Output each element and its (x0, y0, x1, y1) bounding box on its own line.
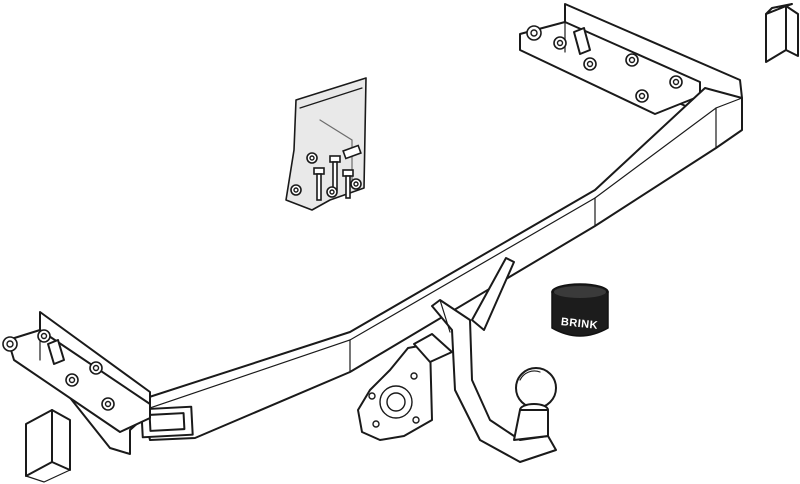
kit-nut (290, 184, 302, 196)
brink-logo: BRINK (560, 316, 598, 332)
kit-bolt (342, 169, 354, 199)
left-bracket-nut (37, 329, 51, 343)
right-bracket-nut (526, 25, 542, 41)
kit-bolt (313, 167, 325, 201)
left-bracket-nut (65, 373, 79, 387)
right-angle-bracket (765, 3, 799, 63)
left-angle-bracket (25, 409, 71, 483)
socket-cover-cap: BRINK (551, 283, 609, 337)
bolt-kit-bag (285, 77, 367, 211)
kit-nut (306, 152, 318, 164)
left-bracket-nut (2, 336, 18, 352)
left-mounting-bracket (2, 311, 151, 455)
right-bracket-nut (625, 53, 639, 67)
right-mounting-bracket (519, 3, 743, 121)
kit-bolt (342, 144, 362, 160)
kit-nut (326, 186, 338, 198)
right-bracket-nut (583, 57, 597, 71)
right-bracket-nut (635, 89, 649, 103)
socket-mounting-plate (357, 333, 453, 441)
left-bracket-nut (101, 397, 115, 411)
left-bracket-nut (89, 361, 103, 375)
tow-ball (515, 367, 557, 409)
kit-nut (350, 178, 362, 190)
right-bracket-nut (553, 36, 567, 50)
main-cross-beam (139, 87, 743, 441)
right-bracket-nut (669, 75, 683, 89)
tow-ball-neck (431, 257, 557, 463)
